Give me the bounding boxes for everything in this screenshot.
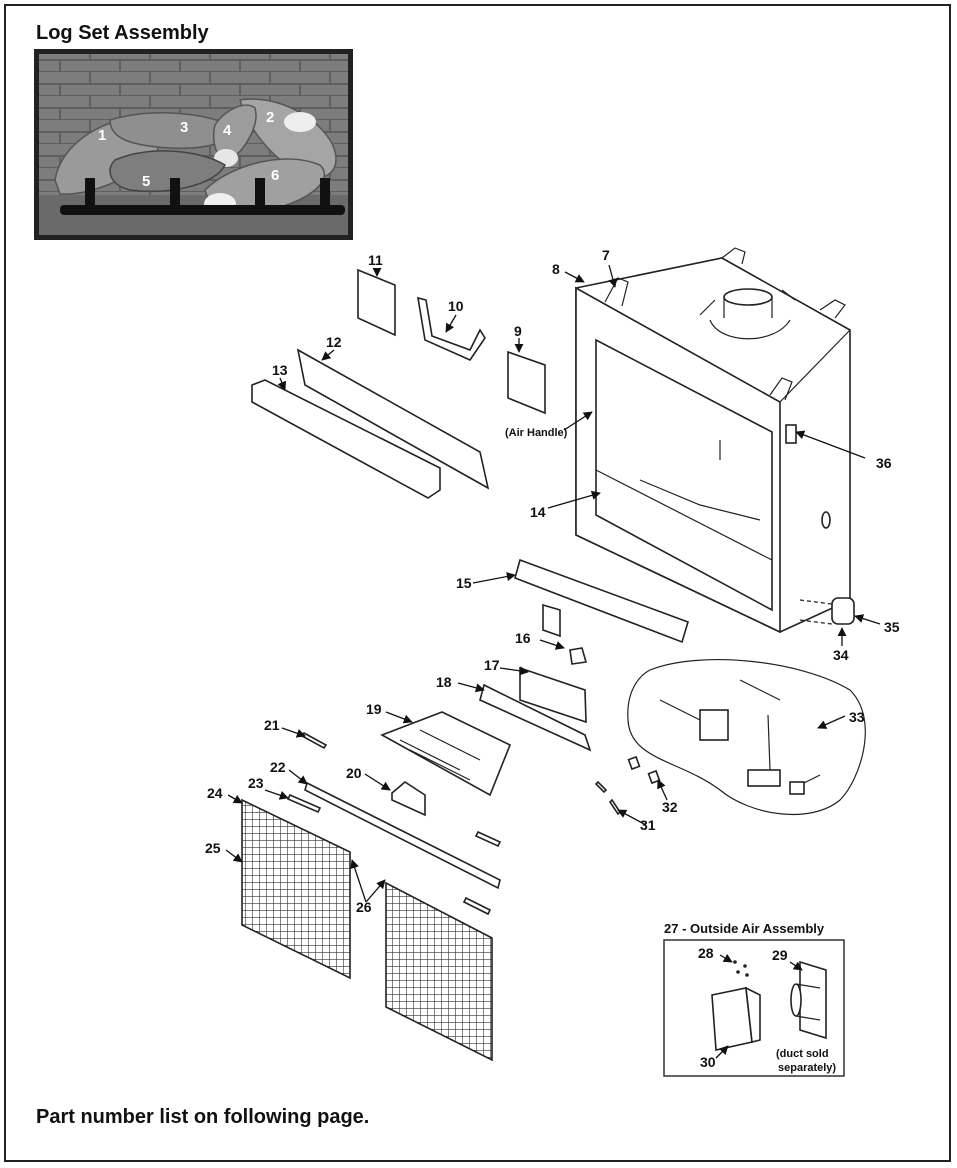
part-22-screen-rail [304, 781, 501, 890]
part-label-16: 16 [515, 630, 531, 646]
part-13-front-log-rail [251, 379, 441, 499]
log-5 [109, 150, 226, 193]
part-15-log-support [514, 558, 689, 644]
part-label-9: 9 [514, 323, 522, 339]
part-label-33: 33 [849, 709, 865, 725]
outside-air-label-28: 28 [698, 945, 714, 961]
part-21-rod [300, 731, 328, 750]
outside-air-label-30: 30 [700, 1054, 716, 1070]
part-33-valve-assembly [627, 659, 866, 816]
part-label-10: 10 [448, 298, 464, 314]
part-23-hook [286, 793, 322, 814]
part-label-31: 31 [640, 817, 656, 833]
part-9-panel [507, 350, 546, 415]
log-grate [60, 178, 345, 215]
part-label-20: 20 [346, 765, 362, 781]
part-label-25: 25 [205, 840, 221, 856]
footer-note: Part number list on following page. [36, 1106, 370, 1128]
outside-air-label-29: 29 [772, 947, 788, 963]
log-label-5: 5 [142, 173, 150, 190]
part-label-26: 26 [356, 899, 372, 915]
part-label-24: 24 [207, 785, 223, 801]
part-26-screen-right [385, 881, 493, 1062]
part-34-35-damper [799, 597, 855, 625]
log-label-3: 3 [180, 119, 188, 136]
log-2 [239, 98, 337, 179]
part-16-clip [542, 603, 588, 665]
part-10-bracket [417, 296, 486, 362]
log-label-6: 6 [271, 167, 279, 184]
part-11-panel [357, 268, 396, 337]
part-32-spacer [627, 755, 661, 785]
page-border [4, 4, 951, 1162]
part-label-12: 12 [326, 334, 342, 350]
part-19-burner-pan [380, 711, 512, 797]
outside-air-assembly-inset: 27 - Outside Air Assembly 28 29 30 (duct… [663, 921, 845, 1077]
part-25-screen-left [241, 798, 351, 980]
part-label-7: 7 [602, 247, 610, 263]
part-label-22: 22 [270, 759, 286, 775]
log-label-1: 1 [98, 127, 106, 144]
air-handle-note: (Air Handle) [505, 427, 568, 439]
part-label-11: 11 [368, 252, 383, 268]
outside-air-title: 27 - Outside Air Assembly [664, 921, 825, 936]
part-label-36: 36 [876, 455, 892, 471]
part-label-32: 32 [662, 799, 678, 815]
part-28-screws [733, 960, 749, 977]
part-label-35: 35 [884, 619, 900, 635]
part-31-pin [594, 780, 622, 816]
part-29-duct-collar [790, 960, 827, 1040]
part-label-21: 21 [264, 717, 280, 733]
part-label-34: 34 [833, 647, 849, 663]
part-label-18: 18 [436, 674, 452, 690]
part-20-bracket [391, 781, 426, 817]
part-label-8: 8 [552, 261, 560, 277]
part-label-13: 13 [272, 362, 288, 378]
part-17-tray [519, 666, 587, 724]
part-12-top-panel [296, 348, 490, 490]
part-label-15: 15 [456, 575, 472, 591]
log-label-4: 4 [223, 122, 232, 139]
log-set-photo: 1 2 3 4 5 6 [34, 49, 353, 240]
part-18-channel [479, 683, 592, 752]
page-title: Log Set Assembly [36, 22, 209, 44]
duct-note-line2: separately) [778, 1062, 836, 1074]
part-label-23: 23 [248, 775, 264, 791]
part-21b-small-bracket [462, 830, 502, 916]
part-label-14: 14 [530, 504, 546, 520]
duct-note-line1: (duct sold [776, 1048, 829, 1060]
firebox-unit: (Air Handle) [505, 247, 851, 634]
part-label-19: 19 [366, 701, 382, 717]
part-30-hood [711, 986, 761, 1051]
log-label-2: 2 [266, 109, 274, 126]
part-label-17: 17 [484, 657, 500, 673]
